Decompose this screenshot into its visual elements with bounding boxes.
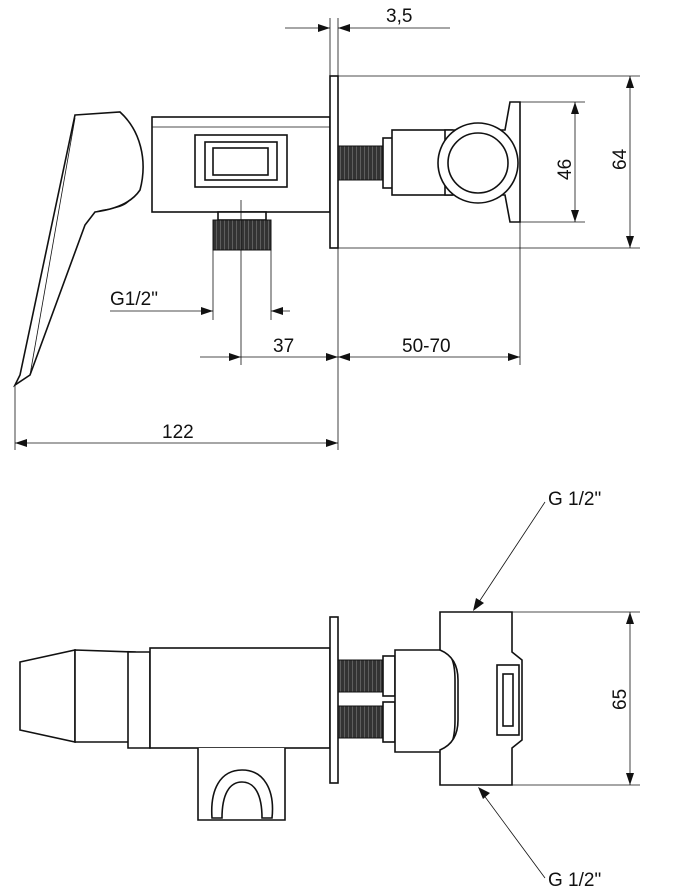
tee-fitting bbox=[439, 611, 523, 786]
thread-top-label: G 1/2" bbox=[548, 489, 601, 510]
dim-65-label: 65 bbox=[610, 689, 631, 710]
top-view: 3,5 64 46 G1/2" 37 50-70 bbox=[12, 6, 640, 450]
bottom-view: 65 G 1/2" G 1/2" bbox=[19, 489, 640, 891]
lower-thread bbox=[337, 705, 384, 739]
lever-handle bbox=[12, 111, 144, 388]
connector-block bbox=[394, 649, 456, 753]
rear-thread bbox=[337, 145, 384, 181]
dim-50-70-label: 50-70 bbox=[402, 336, 451, 357]
dim-thread-label: G1/2" bbox=[110, 289, 158, 310]
wall-plate bbox=[329, 75, 339, 249]
wall-plate-side bbox=[329, 616, 339, 784]
dim-37-label: 37 bbox=[273, 336, 294, 357]
dim-64-label: 64 bbox=[610, 148, 631, 170]
dim-46-label: 46 bbox=[555, 159, 576, 180]
thread-bottom-label: G 1/2" bbox=[548, 870, 601, 891]
valve-body-side bbox=[149, 647, 331, 749]
dim-3-5-label: 3,5 bbox=[386, 6, 412, 27]
upper-thread bbox=[337, 659, 384, 693]
lever-end bbox=[19, 649, 76, 743]
bottom-thread bbox=[212, 219, 272, 251]
dim-122-label: 122 bbox=[162, 422, 194, 443]
